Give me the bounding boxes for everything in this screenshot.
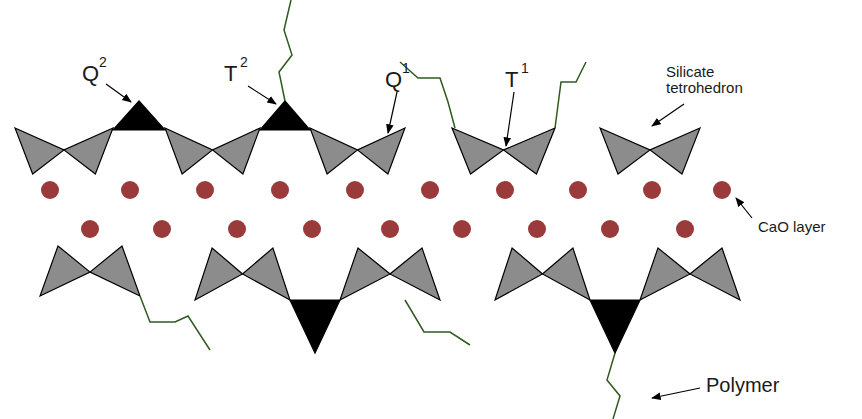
cao-dot bbox=[676, 220, 694, 238]
polymer-chain bbox=[607, 353, 620, 419]
superscript-box: 2 bbox=[240, 55, 248, 70]
t-label: T bbox=[505, 68, 518, 91]
part-label-box: Silicate tetrohedron bbox=[666, 64, 766, 96]
cao-dot bbox=[421, 181, 439, 199]
q-label: Q bbox=[385, 68, 402, 91]
tetrahedron bbox=[195, 248, 243, 300]
t-label-box: T bbox=[224, 62, 237, 85]
cao-dot bbox=[453, 220, 471, 238]
tetrahedron bbox=[650, 128, 700, 174]
tetrahedron bbox=[600, 128, 650, 174]
leader-arrow bbox=[248, 86, 276, 104]
cao-dot bbox=[381, 220, 399, 238]
cao-dot bbox=[569, 181, 587, 199]
q-label: Q bbox=[82, 62, 99, 85]
superscript: 1 bbox=[521, 61, 529, 76]
cao-dot bbox=[153, 220, 171, 238]
superscript: 2 bbox=[99, 55, 107, 70]
cao-dot bbox=[81, 220, 99, 238]
tetrahedron bbox=[113, 101, 165, 130]
tetrahedron bbox=[290, 300, 340, 353]
tetrahedron bbox=[213, 128, 261, 174]
superscript-box: 2 bbox=[99, 55, 107, 70]
polymer-chain bbox=[140, 296, 210, 350]
tetrahedron bbox=[243, 248, 291, 300]
leader-arrow bbox=[736, 198, 752, 218]
cao-dot bbox=[496, 181, 514, 199]
t-label-box: T bbox=[505, 68, 518, 91]
tetrahedron bbox=[340, 248, 390, 300]
tetrahedron bbox=[310, 128, 358, 174]
polymer-chain bbox=[405, 300, 470, 345]
tetrahedron bbox=[690, 248, 740, 300]
cao-dot bbox=[228, 220, 246, 238]
leader-arrow bbox=[506, 92, 514, 146]
cao-layer-dots bbox=[41, 181, 731, 238]
leader-arrow bbox=[652, 388, 700, 398]
cao-dot bbox=[601, 220, 619, 238]
q-label-box: Q bbox=[82, 62, 99, 85]
cao-dot bbox=[41, 181, 59, 199]
cao-dot bbox=[643, 181, 661, 199]
tetrahedron bbox=[15, 128, 64, 174]
tetrahedron bbox=[390, 248, 440, 300]
part-label: CaO layer bbox=[758, 219, 826, 235]
cao-dot bbox=[346, 181, 364, 199]
tetrahedron bbox=[495, 248, 543, 300]
cao-dot bbox=[713, 181, 731, 199]
part-label: Polymer bbox=[706, 375, 779, 396]
silicate-chains bbox=[15, 101, 740, 353]
cao-dot bbox=[303, 220, 321, 238]
tetrahedron bbox=[640, 248, 690, 300]
tetrahedron bbox=[543, 248, 591, 300]
superscript-box: 1 bbox=[402, 61, 410, 76]
tetrahedron bbox=[452, 128, 504, 174]
leader-arrow bbox=[388, 92, 397, 133]
leader-arrow bbox=[106, 84, 131, 102]
cao-dot bbox=[121, 181, 139, 199]
leader-arrow bbox=[652, 104, 684, 126]
superscript-box: 1 bbox=[521, 61, 529, 76]
tetrahedron bbox=[40, 246, 90, 296]
tetrahedron bbox=[260, 101, 310, 130]
polymer-chain bbox=[555, 62, 586, 128]
part-label-box: Polymer bbox=[706, 375, 779, 396]
polymer-chain bbox=[400, 62, 455, 128]
superscript: 1 bbox=[402, 61, 410, 76]
tetrahedron bbox=[358, 128, 406, 174]
q-label-box: Q bbox=[385, 68, 402, 91]
part-label: Silicate tetrohedron bbox=[666, 64, 766, 96]
polymer-chain bbox=[279, 0, 292, 101]
t-label: T bbox=[224, 62, 237, 85]
polymer-chains bbox=[140, 0, 620, 419]
cao-dot bbox=[528, 220, 546, 238]
leader-lines bbox=[106, 84, 752, 398]
cao-dot bbox=[271, 181, 289, 199]
tetrahedron bbox=[165, 128, 213, 174]
part-label-box: CaO layer bbox=[758, 219, 826, 235]
tetrahedron bbox=[590, 300, 640, 353]
tetrahedron bbox=[64, 128, 113, 174]
cao-dot bbox=[196, 181, 214, 199]
superscript: 2 bbox=[240, 55, 248, 70]
tetrahedron bbox=[504, 128, 556, 174]
tetrahedron bbox=[90, 246, 140, 296]
